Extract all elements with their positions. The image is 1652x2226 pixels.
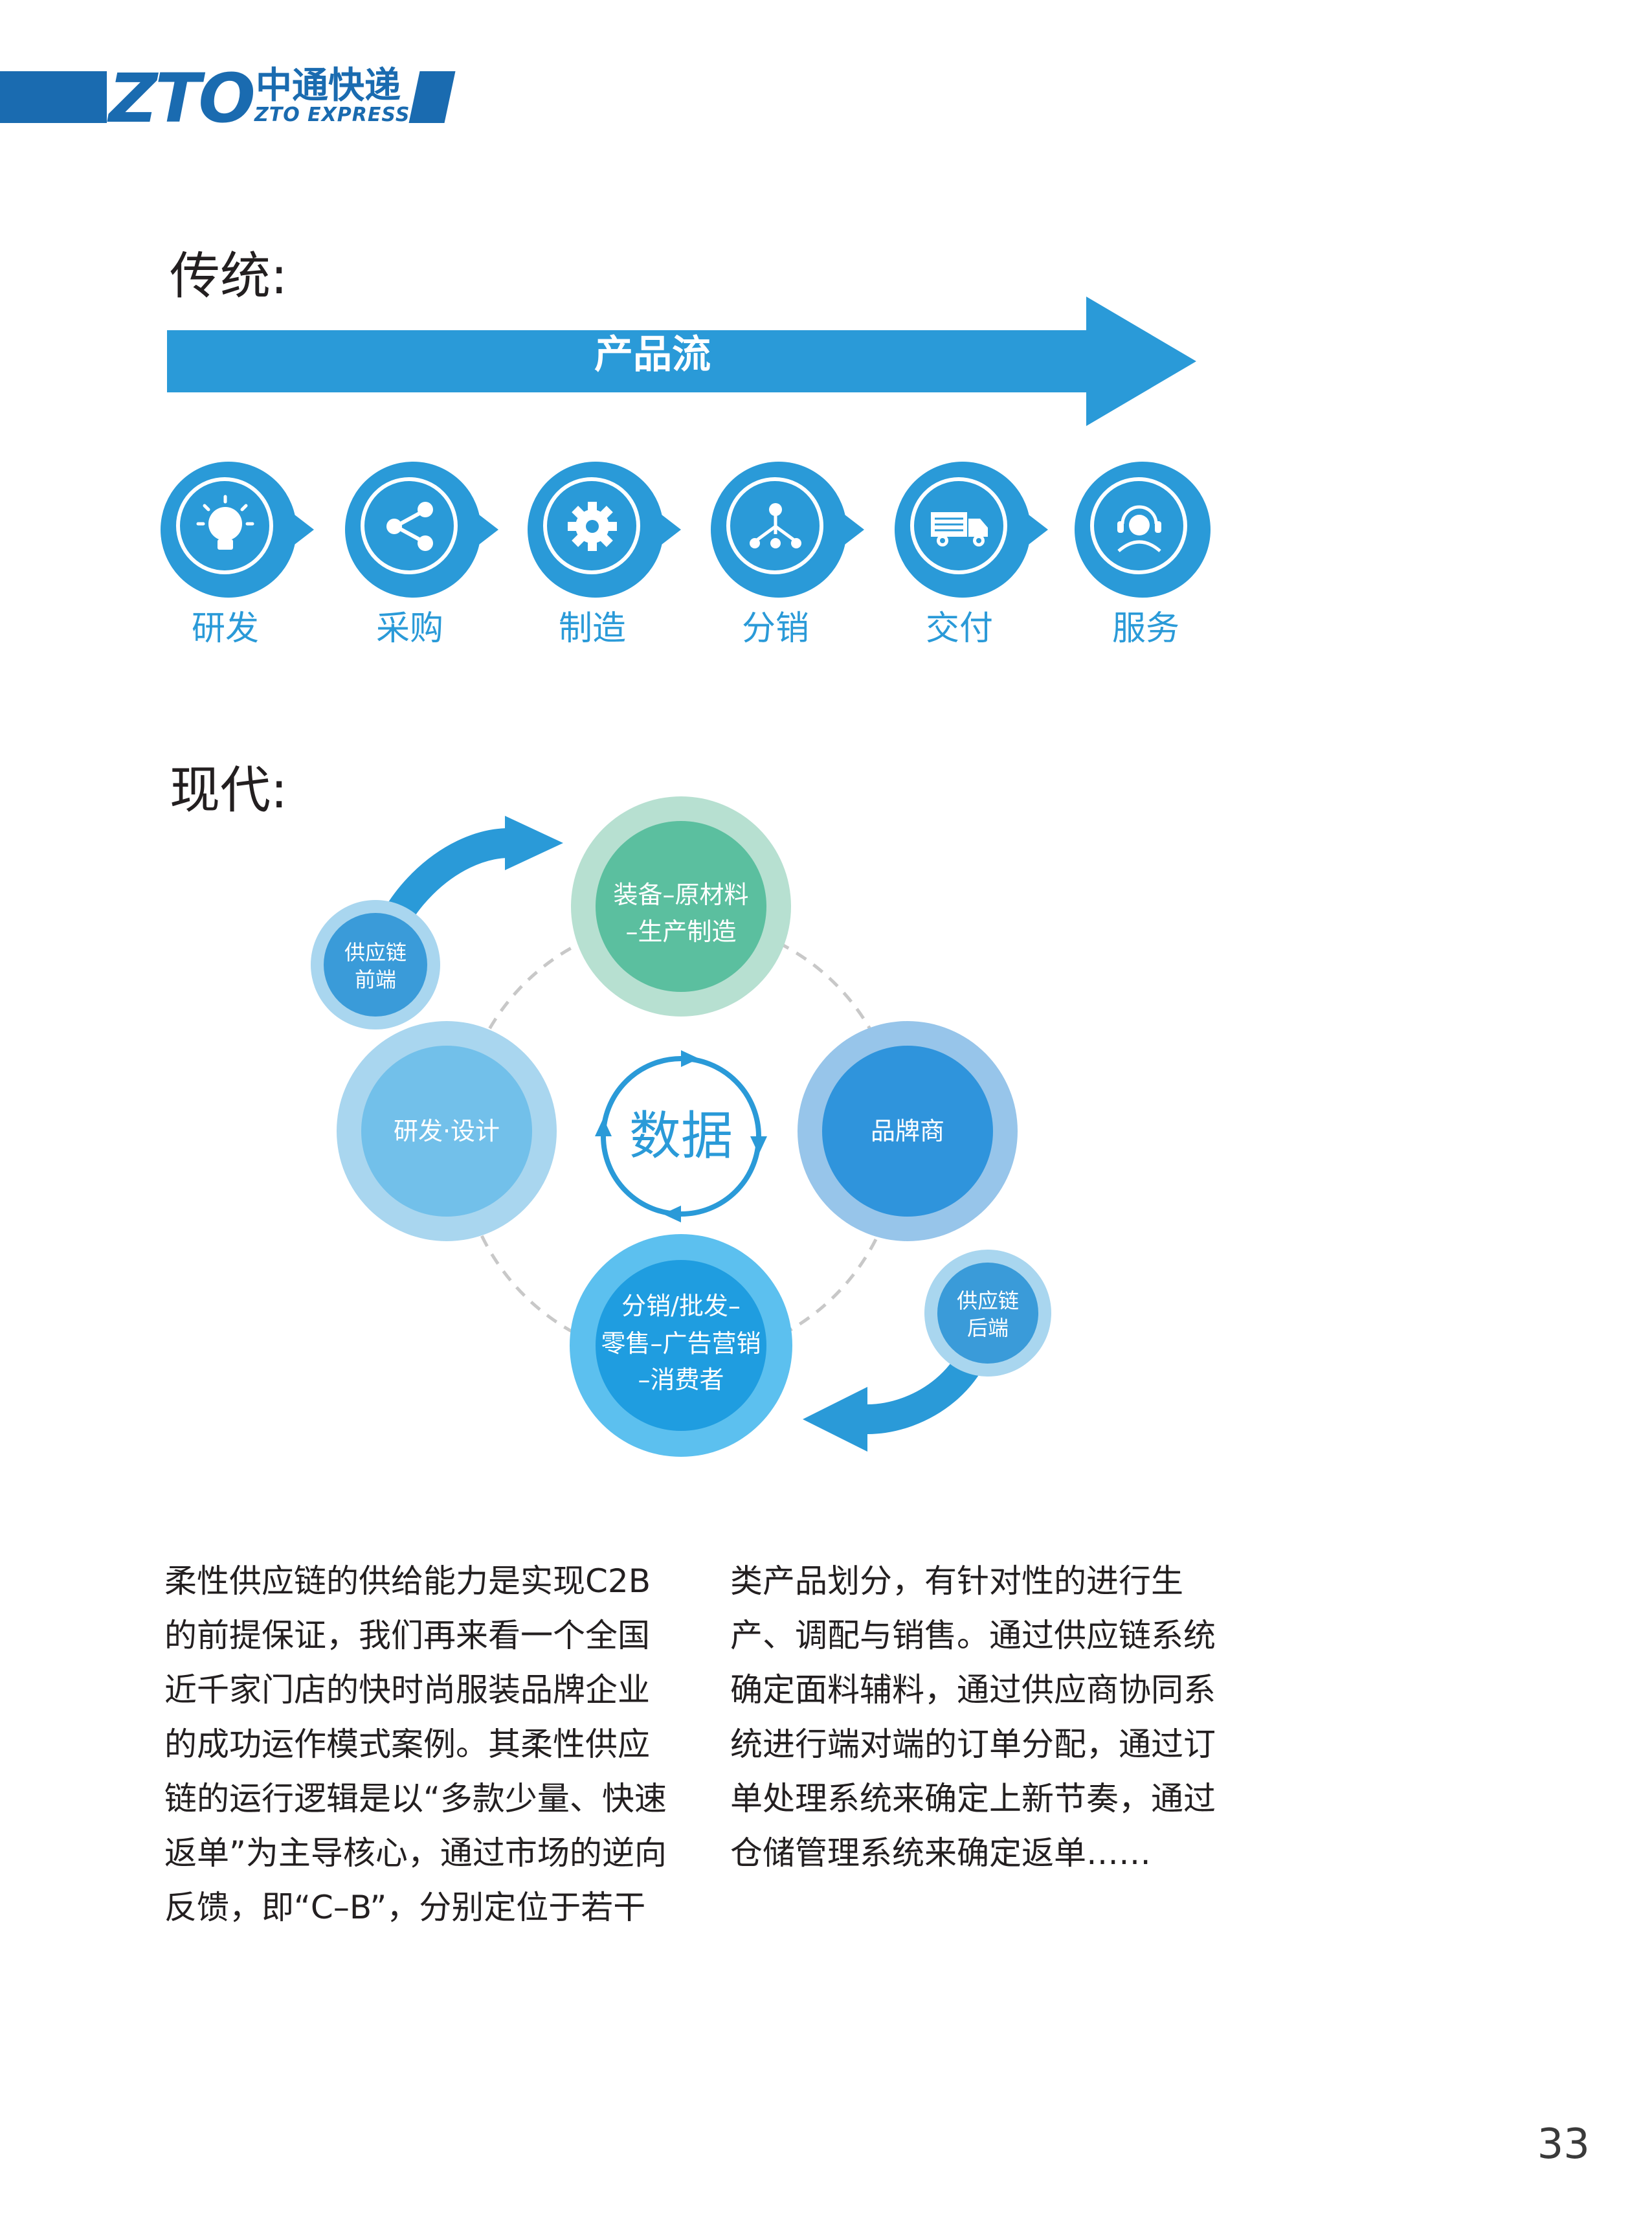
step-distribution <box>704 458 864 601</box>
node-right-label: 品牌商 <box>871 1117 944 1145</box>
node-top-line2: –生产制造 <box>625 917 736 946</box>
truck-icon <box>931 512 988 546</box>
node-bottom-line2: 零售–广告营销 <box>601 1329 761 1358</box>
logo-english: ZTO EXPRESS <box>254 104 410 126</box>
product-flow-label: 产品流 <box>594 332 711 377</box>
body-line: 的成功运作模式案例。其柔性供应 <box>164 1726 650 1763</box>
distribution-icon <box>750 503 801 548</box>
modern-cycle-diagram: 数据 装备–原材料 –生产制造 研发·设计 品牌商 分销/批发– 零售–广告营销… <box>311 796 1051 1457</box>
supply-front-line1: 供应链 <box>344 940 407 965</box>
body-line: 返单”为主导核心，通过市场的逆向 <box>164 1834 667 1872</box>
cycle-arrow-right <box>750 1136 767 1154</box>
front-arrowhead <box>505 816 563 870</box>
body-line: 单处理系统来确定上新节奏，通过 <box>730 1780 1216 1817</box>
step-label-procurement: 采购 <box>375 609 443 648</box>
body-line: 链的运行逻辑是以“多款少量、快速 <box>164 1780 667 1817</box>
step-delivery <box>888 458 1048 601</box>
step-service <box>1068 458 1223 601</box>
node-top-inner <box>596 821 766 992</box>
step-label-distribution: 分销 <box>741 609 809 648</box>
cycle-arrow-top <box>681 1050 699 1067</box>
node-bottom-line3: –消费者 <box>638 1366 724 1394</box>
supply-front-inner <box>324 913 427 1017</box>
body-line: 产、调配与销售。通过供应链系统 <box>730 1617 1216 1654</box>
node-top-line1: 装备–原材料 <box>613 881 748 909</box>
step-label-manufacturing: 制造 <box>558 609 626 648</box>
lightbulb-icon <box>196 495 254 550</box>
body-column-right: 类产品划分，有针对性的进行生 产、调配与销售。通过供应链系统 确定面料辅料，通过… <box>730 1554 1216 1880</box>
step-label-delivery: 交付 <box>925 609 993 648</box>
node-bottom-inner <box>596 1260 766 1431</box>
back-arrowhead <box>803 1387 867 1452</box>
supply-front-line2: 前端 <box>355 967 396 992</box>
body-line: 的前提保证，我们再来看一个全国 <box>164 1617 650 1654</box>
product-flow-arrow <box>167 297 1196 426</box>
supply-back-inner <box>937 1263 1038 1364</box>
header-bar-right <box>408 71 456 123</box>
supply-back-line1: 供应链 <box>957 1288 1019 1313</box>
body-line: 近千家门店的快时尚服装品牌企业 <box>164 1671 650 1709</box>
share-icon <box>386 502 433 551</box>
gear-icon <box>568 502 617 551</box>
body-line: 仓储管理系统来确定返单…… <box>730 1834 1151 1872</box>
traditional-title: 传统: <box>170 247 288 306</box>
body-line: 确定面料辅料，通过供应商协同系 <box>730 1671 1216 1709</box>
modern-title: 现代: <box>170 761 288 820</box>
step-procurement <box>339 458 498 601</box>
supply-back-line2: 后端 <box>967 1316 1009 1340</box>
body-line: 柔性供应链的供给能力是实现C2B <box>164 1562 651 1600</box>
step-label-service: 服务 <box>1111 609 1179 648</box>
node-left-label: 研发·设计 <box>394 1117 500 1145</box>
node-bottom-line1: 分销/批发– <box>621 1292 741 1320</box>
step-research <box>154 458 314 601</box>
body-line: 类产品划分，有针对性的进行生 <box>730 1562 1183 1600</box>
page-number: 33 <box>1537 2120 1590 2168</box>
logo-mark: ZTO <box>109 59 256 138</box>
header-bar-left <box>0 71 107 123</box>
cycle-arrow-left <box>595 1118 612 1136</box>
node-right-inner <box>822 1046 993 1217</box>
step-manufacturing <box>521 458 681 601</box>
body-line: 统进行端对端的订单分配，通过订 <box>730 1726 1216 1763</box>
center-label: 数据 <box>629 1106 733 1166</box>
body-column-left: 柔性供应链的供给能力是实现C2B 的前提保证，我们再来看一个全国 近千家门店的快… <box>164 1554 667 1935</box>
node-left-inner <box>361 1046 532 1217</box>
customer-service-icon <box>1117 505 1161 552</box>
cycle-arrow-bottom <box>663 1206 681 1222</box>
step-label-research: 研发 <box>191 609 259 648</box>
logo-chinese: 中通快递 <box>256 65 401 107</box>
body-line: 反馈，即“C–B”，分别定位于若干 <box>164 1889 646 1926</box>
